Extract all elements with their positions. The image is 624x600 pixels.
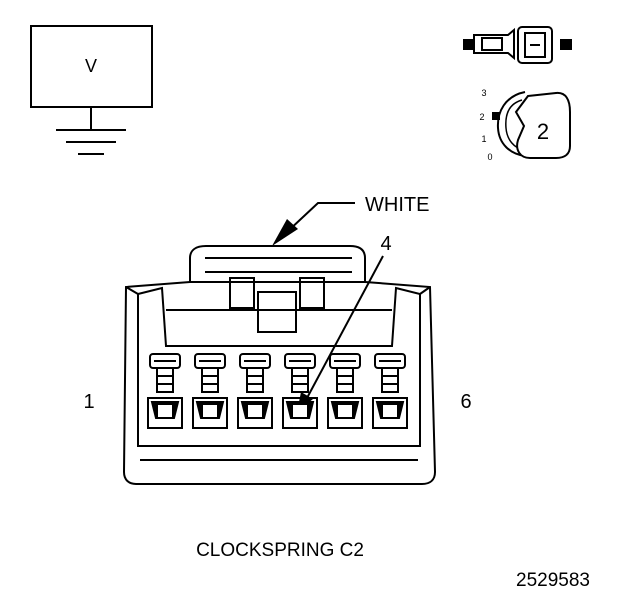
scale-label-3: 3 bbox=[481, 88, 486, 98]
figure-number: 2529583 bbox=[516, 570, 590, 591]
scale-label-0: 0 bbox=[487, 152, 492, 162]
connector-body bbox=[122, 245, 437, 485]
pin-first-label: 1 bbox=[83, 391, 94, 413]
pin-last-label: 6 bbox=[460, 391, 471, 413]
pin-cavity-3 bbox=[237, 353, 273, 429]
scale-label-1: 1 bbox=[481, 134, 486, 144]
pin-cavities bbox=[147, 353, 408, 429]
scale-label-2: 2 bbox=[479, 112, 484, 122]
color-callout-label: WHITE bbox=[365, 194, 429, 216]
color-callout: WHITE bbox=[272, 194, 429, 246]
connector-pair-icon bbox=[463, 26, 572, 64]
position-badge: 2 bbox=[537, 119, 549, 144]
ground-icon bbox=[56, 107, 126, 155]
connector-title: CLOCKSPRING C2 bbox=[196, 540, 364, 561]
voltmeter-symbol: V bbox=[30, 25, 153, 155]
lock-position-icon: 3 2 1 0 2 bbox=[479, 88, 571, 162]
voltmeter-label: V bbox=[85, 56, 97, 76]
pin-cavity-4 bbox=[282, 353, 318, 429]
pin-callout-label: 4 bbox=[380, 233, 391, 255]
pin-cavity-1 bbox=[147, 353, 183, 429]
pin-cavity-2 bbox=[192, 353, 228, 429]
pin-cavity-6 bbox=[372, 353, 408, 429]
pin-callout: 4 bbox=[297, 233, 392, 412]
pin-cavity-5 bbox=[327, 353, 363, 429]
